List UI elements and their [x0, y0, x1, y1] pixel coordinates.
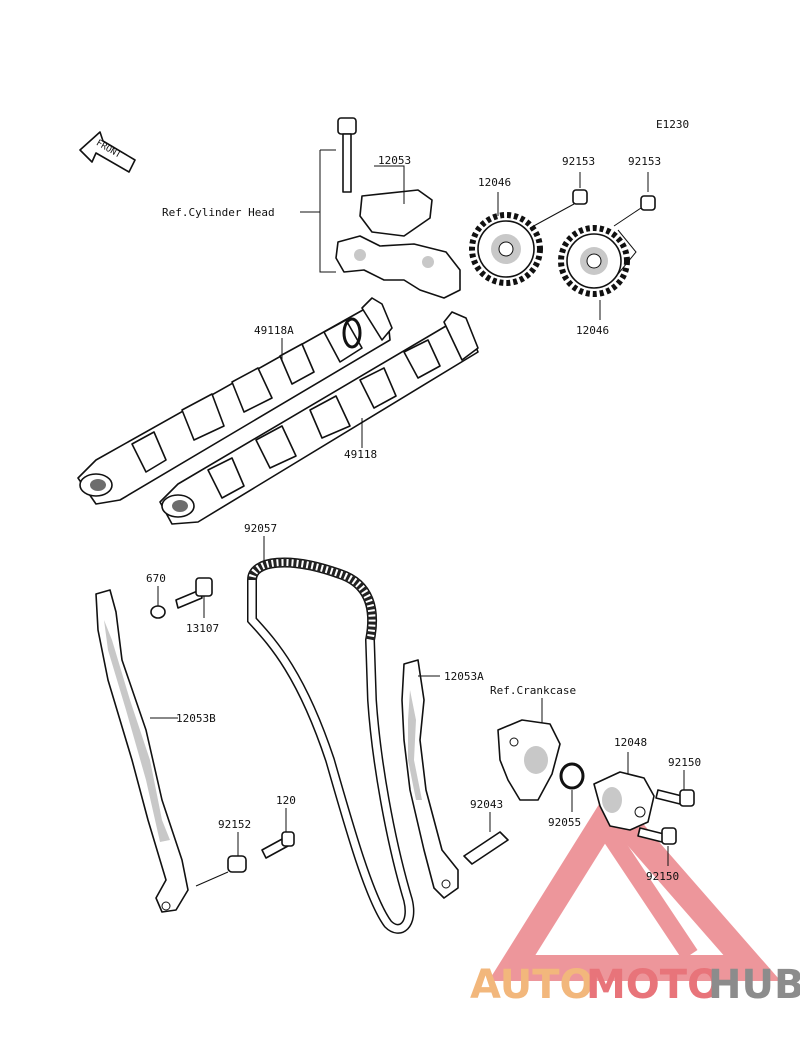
bolt-120-icon — [261, 831, 295, 859]
bolt-92150-b-icon — [637, 827, 677, 845]
watermark-moto: MOTO — [586, 962, 721, 1008]
cam-chain-92057 — [247, 557, 415, 934]
watermark-hub: HUB — [708, 962, 800, 1008]
automotohub-watermark: AUTO MOTO HUB — [470, 962, 800, 1008]
part-92152-label: 92152 — [218, 818, 251, 831]
part-92043-label: 92043 — [470, 798, 503, 811]
part-12048-label: 12048 — [614, 736, 647, 749]
part-92055-label: 92055 — [548, 816, 581, 829]
part-12046-top-label: 12046 — [478, 176, 511, 189]
camshaft-cap-assembly — [335, 117, 461, 299]
chain-tensioner-12048 — [593, 771, 655, 831]
part-92153-a-label: 92153 — [562, 155, 595, 168]
part-120-label: 120 — [276, 794, 296, 807]
automotohub-logo-icon — [488, 786, 781, 981]
part-12053-top-label: 12053 — [378, 154, 411, 167]
part-670-label: 670 — [146, 572, 166, 585]
crankcase-tensioner-mount — [497, 719, 561, 801]
ref-crankcase-label: Ref.Crankcase — [490, 684, 576, 697]
camshaft-49118a — [77, 297, 393, 505]
oring-92055-icon — [559, 762, 585, 790]
bolt-92153-a-icon — [572, 189, 588, 205]
bolt-13107-icon — [175, 577, 213, 609]
part-92150-a-label: 92150 — [668, 756, 701, 769]
part-12046-bottom-label: 12046 — [576, 324, 609, 337]
chain-guide-12053b — [95, 589, 189, 913]
collar-92152-icon — [227, 855, 247, 873]
bolt-92153-b-icon — [640, 195, 656, 211]
part-49118a-label: 49118A — [254, 324, 294, 337]
front-arrow-icon: FRONT — [79, 131, 136, 173]
part-12053b-label: 12053B — [176, 712, 216, 725]
part-92150-b-label: 92150 — [646, 870, 679, 883]
cam-sprocket-left — [469, 212, 543, 286]
oring-670-icon — [150, 605, 166, 619]
bolt-92150-a-icon — [655, 789, 695, 807]
part-49118-label: 49118 — [344, 448, 377, 461]
chain-guide-12053a — [401, 659, 459, 899]
part-13107-label: 13107 — [186, 622, 219, 635]
part-92153-b-label: 92153 — [628, 155, 661, 168]
part-12053a-label: 12053A — [444, 670, 484, 683]
part-92057-label: 92057 — [244, 522, 277, 535]
pin-92043-icon — [463, 831, 509, 865]
ref-cylinder-head-label: Ref.Cylinder Head — [162, 206, 275, 219]
cam-sprocket-right — [558, 225, 630, 297]
ref-code: E1230 — [656, 118, 689, 131]
camshaft-49118 — [159, 311, 479, 525]
watermark-auto: AUTO — [470, 962, 594, 1008]
